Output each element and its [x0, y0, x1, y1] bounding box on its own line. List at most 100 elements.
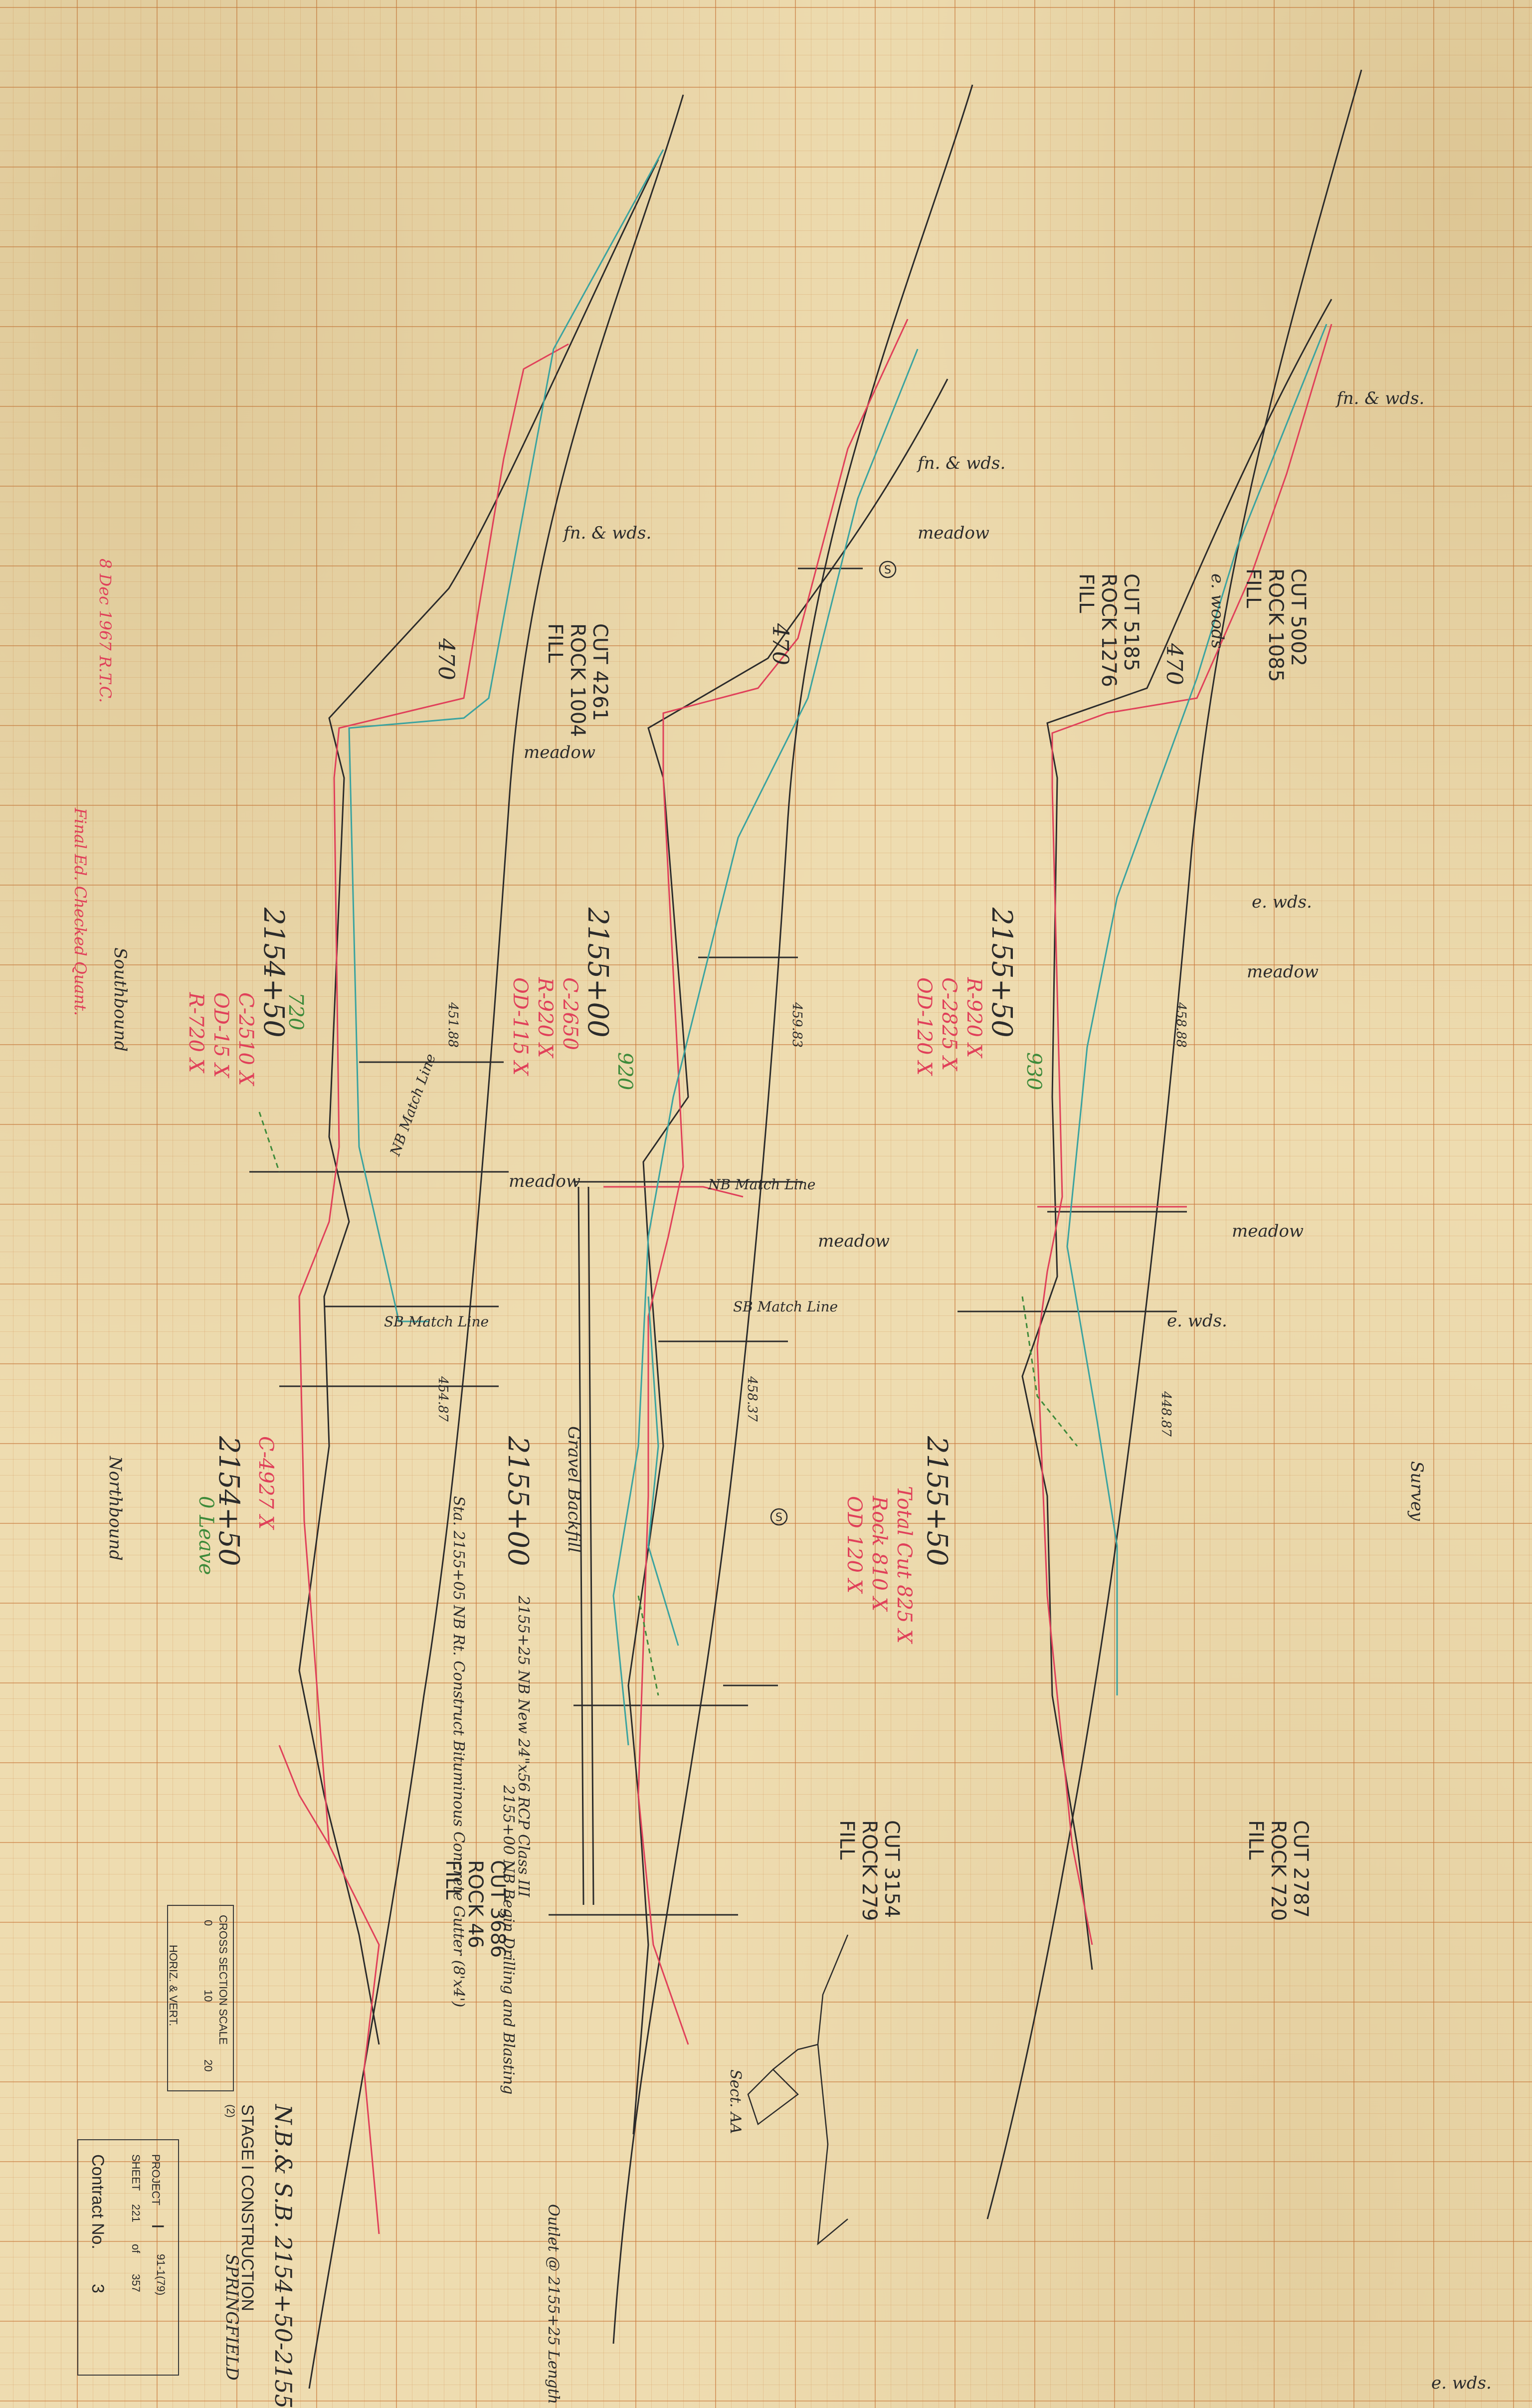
station-circles: [770, 560, 897, 1526]
red-note-1a: C-2510 X: [234, 992, 257, 1087]
red-note-1c: R-720 X: [185, 992, 207, 1074]
annotation-elev-3: 470: [1161, 643, 1187, 685]
fill-quantity-4: FILL: [835, 1820, 858, 1860]
annotation-grade-1: 451.88: [445, 1002, 460, 1048]
red-note-od: OD 120 X: [843, 1496, 866, 1594]
annotation-elev-1: 470: [433, 638, 459, 680]
rock-quantity-2: ROCK 46: [464, 1860, 487, 1948]
annotation-gravel-backfill: Gravel Backfill: [564, 1426, 584, 1553]
profile-pencil-lines: [249, 69, 1362, 2389]
green-note-1: 720: [284, 992, 307, 1030]
annotation-meadow-1: meadow: [918, 523, 989, 543]
annotation-northbound: Northbound: [105, 1456, 125, 1561]
annotation-meadow-3: meadow: [1247, 962, 1319, 982]
station-label-4: 2154+50: [212, 1436, 245, 1566]
rock-quantity-3: ROCK 1085: [1264, 568, 1287, 682]
annotation-nb-match-2: NB Match Line: [708, 1176, 815, 1193]
profile-red-lines: [278, 319, 1333, 2234]
red-note-3a: R-920 X: [962, 977, 985, 1059]
annotation-meadow-4: meadow: [509, 1171, 580, 1191]
svg-text:S: S: [775, 1511, 782, 1524]
annotation-e-woods: e. woods: [1207, 573, 1227, 649]
ground-line-1: [308, 94, 684, 2389]
green-zero-leave: 0 Leave: [194, 1496, 217, 1575]
section-aa-sketch: [747, 1934, 849, 2245]
rock-quantity-6: ROCK 1276: [1097, 573, 1120, 687]
station-label-1: 2154+50: [257, 907, 290, 1038]
svg-text:S: S: [884, 564, 891, 576]
annotation-sb-match-2: SB Match Line: [733, 1298, 838, 1315]
station-label-3: 2155+50: [985, 907, 1018, 1038]
fill-quantity-6: FILL: [1075, 573, 1098, 613]
annotation-note-1: Sta. 2155+05 NB Rt. Construct Bituminous…: [450, 1496, 467, 2007]
red-margin-2: Final Ed. Checked Quant.: [71, 807, 90, 1016]
rock-quantity-4: ROCK 279: [858, 1820, 881, 1921]
annotation-grade-2: 459.83: [789, 1002, 804, 1048]
red-note-3b: C-2825 X: [938, 977, 960, 1072]
cut-quantity-6: CUT 5185: [1120, 573, 1143, 671]
annotation-note-3: 2155+00 NB Begin Drilling and Blasting: [500, 1785, 517, 2094]
annotation-outlet: Outlet @ 2155+25 Length of ditch 60'±: [545, 2204, 562, 2408]
ground-line-2: [612, 84, 973, 2344]
annotation-fn-wds-1: fn. & wds.: [562, 523, 651, 543]
teal-line-2: [612, 349, 919, 1746]
annotation-ewds-2: e. wds.: [1167, 1311, 1227, 1331]
fill-quantity-5: FILL: [1244, 1820, 1267, 1860]
cut-quantity-3: CUT 5002: [1287, 568, 1310, 666]
station-label-5: 2155+00: [502, 1436, 534, 1566]
annotation-grade-3: 458.88: [1173, 1002, 1188, 1048]
annotation-sb-match-1: SB Match Line: [384, 1313, 489, 1330]
red-note-1b: OD-15 X: [209, 992, 232, 1079]
annotation-southbound: Southbound: [110, 947, 130, 1052]
ground-line-3: [986, 69, 1362, 2220]
fill-quantity-2: FILL: [441, 1860, 464, 1900]
red-note-total: Total Cut 825 X: [893, 1486, 916, 1644]
red-note-rock: Rock 810 X: [868, 1495, 891, 1612]
fill-quantity-1: FILL: [544, 623, 567, 663]
annotation-fn-wds-2: fn. & wds.: [916, 453, 1005, 473]
red-margin-1: 8 Dec 1967 R.T.C.: [96, 558, 115, 703]
rock-quantity-1: ROCK 1004: [566, 623, 589, 737]
red-line-1: [298, 343, 569, 2234]
template-2: [627, 378, 949, 2135]
red-note-2b: R-920 X: [534, 977, 557, 1059]
annotation-grade-lower-1: 454.87: [435, 1376, 450, 1422]
station-label-6: 2155+50: [921, 1436, 953, 1566]
red-note-3c: OD-120 X: [913, 977, 936, 1076]
green-note-2: 920: [613, 1052, 636, 1090]
annotation-section-aa: Sect. AA: [727, 2069, 744, 2134]
annotation-meadow-6: meadow: [1232, 1221, 1304, 1241]
annotation-ewds-3: e. wds.: [1431, 2373, 1492, 2393]
annotation-meadow-2: meadow: [524, 742, 595, 762]
annotation-meadow-5: meadow: [818, 1231, 890, 1251]
teal-line-1: [348, 149, 664, 1322]
cut-quantity-1: CUT 4261: [588, 623, 611, 721]
teal-line-3: [1066, 324, 1328, 1695]
profile-green-lines: [258, 1111, 1078, 1696]
red-note-2a: C-2650: [559, 977, 581, 1050]
annotation-elev-2: 470: [767, 623, 793, 665]
fill-quantity-3: FILL: [1242, 568, 1265, 608]
station-label-2: 2155+00: [581, 907, 614, 1038]
annotation-note-2: 2155+25 NB New 24"x56 RCP Class III: [515, 1595, 532, 1898]
annotation-ewds-1: e. wds.: [1252, 892, 1312, 912]
red-line-3: [1036, 324, 1333, 1945]
cut-quantity-2: CUT 3686: [486, 1860, 509, 1958]
green-note-3: 930: [1022, 1052, 1045, 1090]
red-note-2c: OD-115 X: [509, 977, 532, 1076]
annotation-grade-lower-2: 458.37: [745, 1376, 760, 1422]
template-1: [298, 159, 659, 2045]
cut-quantity-5: CUT 2787: [1289, 1820, 1312, 1918]
annotation-survey: Survey: [1407, 1461, 1427, 1521]
cut-quantity-4: CUT 3154: [880, 1820, 903, 1918]
red-note-c4927: C-4927 X: [254, 1436, 277, 1530]
annotation-grade-lower-3: 448.87: [1158, 1391, 1173, 1437]
annotation-fn-wds-3: fn. & wds.: [1335, 388, 1424, 408]
red-line-2: [637, 319, 909, 2045]
profile-teal-lines: [348, 149, 1328, 1746]
template-3: [1021, 299, 1333, 1970]
rock-quantity-5: ROCK 720: [1267, 1820, 1290, 1921]
